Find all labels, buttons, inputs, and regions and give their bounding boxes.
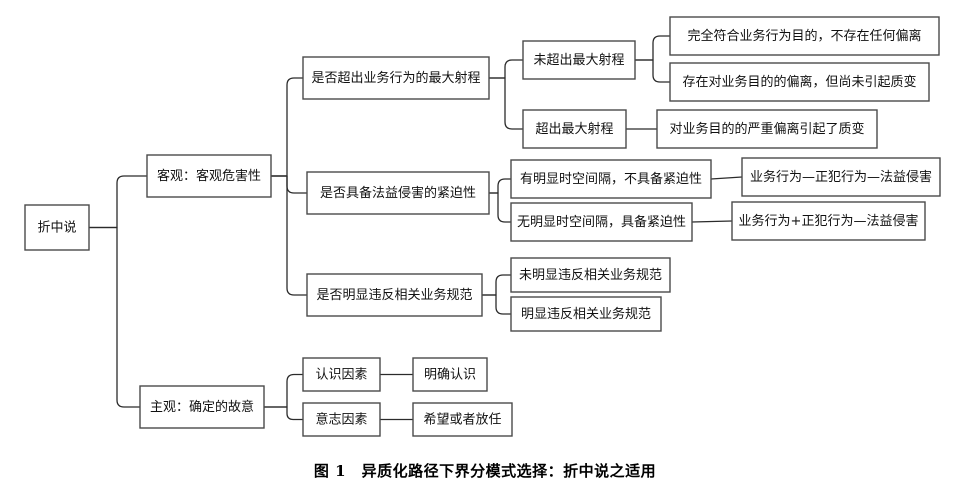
node-s2a[interactable]: 希望或者放任 [412, 402, 513, 437]
node-box-s1a [412, 357, 488, 392]
connector-objective-to-o1 [271, 77, 303, 177]
node-box-o3a [510, 257, 671, 293]
node-label-root: 折中说 [37, 221, 76, 236]
connector-o2a-to-o2a1 [710, 176, 743, 180]
connector-subjective-to-s2 [264, 406, 303, 421]
connector-subjective-to-s1 [264, 373, 303, 408]
node-o2a[interactable]: 有明显时空间隔，不具备紧迫性 [510, 159, 712, 199]
node-box-o2 [306, 171, 490, 215]
connector-root-to-subjective [89, 226, 140, 408]
node-o2b1[interactable]: 业务行为+正犯行为—法益侵害 [731, 201, 926, 241]
node-label-o3: 是否明显违反相关业务规范 [316, 287, 472, 303]
node-s1[interactable]: 认识因素 [302, 357, 381, 392]
connector-o2b-to-o2b1 [691, 220, 733, 223]
node-s1a[interactable]: 明确认识 [412, 357, 488, 392]
node-box-s2 [302, 402, 381, 437]
node-label-o2b1: 业务行为+正犯行为—法益侵害 [739, 213, 919, 229]
node-label-s2a: 希望或者放任 [423, 412, 501, 428]
node-root[interactable]: 折中说 [24, 204, 90, 251]
node-box-s2a [412, 402, 513, 437]
node-label-o1a1: 完全符合业务行为目的，不存在任何偏离 [687, 28, 921, 44]
node-objective[interactable]: 客观：客观危害性 [146, 154, 272, 198]
node-label-o1a: 未超出最大射程 [533, 52, 624, 68]
node-subjective[interactable]: 主观：确定的故意 [139, 385, 265, 429]
node-o1a1[interactable]: 完全符合业务行为目的，不存在任何偏离 [669, 16, 940, 56]
node-o1a[interactable]: 未超出最大射程 [522, 40, 636, 80]
connector-objective-to-o3 [271, 175, 307, 296]
connector-o1-to-o1a [489, 59, 523, 79]
node-box-objective [146, 154, 272, 198]
node-box-subjective [139, 385, 265, 429]
node-o2b[interactable]: 无明显时空间隔，具备紧迫性 [510, 202, 693, 242]
node-box-o1 [302, 56, 490, 100]
connector-o3-to-o3a [482, 274, 511, 296]
node-label-o2a: 有明显时空间隔，不具备紧迫性 [520, 171, 702, 187]
node-o2a1[interactable]: 业务行为—正犯行为—法益侵害 [741, 157, 941, 197]
node-label-o1b1: 对业务目的的严重偏离引起了质变 [669, 121, 864, 137]
node-box-s1 [302, 357, 381, 392]
connector-o2-to-o2a [489, 178, 511, 194]
node-label-objective: 客观：客观危害性 [157, 168, 261, 184]
node-label-o1a2: 存在对业务目的的偏离，但尚未引起质变 [682, 74, 916, 90]
connector-o1a-to-o1a1 [635, 35, 670, 61]
node-o1b1[interactable]: 对业务目的的严重偏离引起了质变 [656, 109, 878, 149]
node-box-o2b [510, 202, 693, 242]
node-box-o1a2 [669, 62, 930, 102]
node-label-subjective: 主观：确定的故意 [150, 399, 254, 415]
figure-caption: 图 1 异质化路径下界分模式选择：折中说之适用 [0, 460, 970, 481]
node-o3a[interactable]: 未明显违反相关业务规范 [510, 257, 671, 293]
node-label-s2: 意志因素 [315, 412, 367, 428]
node-o3[interactable]: 是否明显违反相关业务规范 [306, 273, 483, 317]
node-label-o2a1: 业务行为—正犯行为—法益侵害 [750, 169, 932, 185]
node-label-o2b: 无明显时空间隔，具备紧迫性 [517, 214, 686, 230]
node-label-o2: 是否具备法益侵害的紧迫性 [320, 185, 476, 201]
node-box-o1a1 [669, 16, 940, 56]
figure-caption-text: 图 1 异质化路径下界分模式选择：折中说之适用 [313, 462, 657, 480]
node-label-o3b: 明显违反相关业务规范 [521, 306, 651, 322]
node-label-s1a: 明确认识 [424, 368, 476, 383]
connector-layer [89, 35, 743, 421]
node-box-o3 [306, 273, 483, 317]
node-o3b[interactable]: 明显违反相关业务规范 [510, 296, 662, 332]
node-box-root [24, 204, 90, 251]
node-label-o1: 是否超出业务行为的最大射程 [311, 70, 480, 86]
node-o2[interactable]: 是否具备法益侵害的紧迫性 [306, 171, 490, 215]
node-o1b[interactable]: 超出最大射程 [522, 109, 627, 149]
node-box-o3b [510, 296, 662, 332]
node-label-o1b: 超出最大射程 [535, 121, 613, 137]
node-o1a2[interactable]: 存在对业务目的的偏离，但尚未引起质变 [669, 62, 930, 102]
node-box-o1b [522, 109, 627, 149]
connector-objective-to-o2 [271, 175, 307, 194]
node-box-o1a [522, 40, 636, 80]
node-box-o2a1 [741, 157, 941, 197]
node-label-o3a: 未明显违反相关业务规范 [519, 267, 662, 283]
connector-o1-to-o1b [489, 77, 523, 130]
node-o1[interactable]: 是否超出业务行为的最大射程 [302, 56, 490, 100]
connector-root-to-objective [89, 175, 147, 229]
node-s2[interactable]: 意志因素 [302, 402, 381, 437]
connector-o2-to-o2b [489, 192, 511, 223]
connector-o3-to-o3b [482, 294, 511, 315]
node-box-o2b1 [731, 201, 926, 241]
connector-o1a-to-o1a2 [635, 59, 670, 83]
node-box-o1b1 [656, 109, 878, 149]
node-label-s1: 认识因素 [315, 368, 367, 383]
node-box-o2a [510, 159, 712, 199]
